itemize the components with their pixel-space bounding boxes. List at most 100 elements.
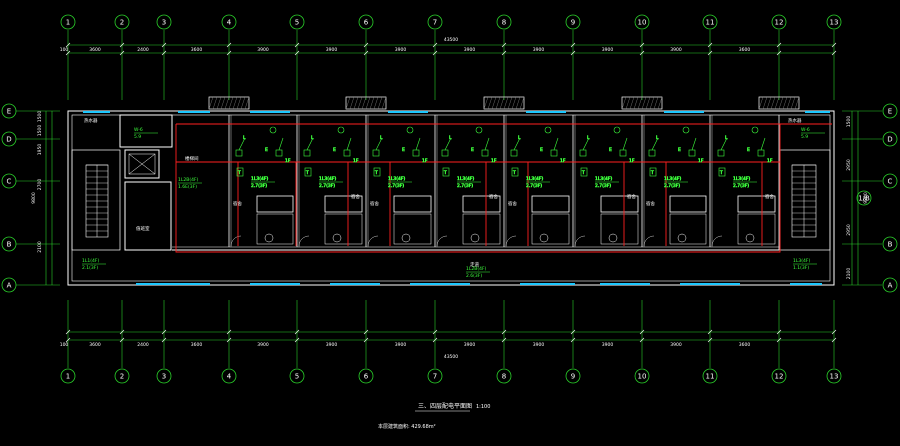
dim-top-8: 3900: [602, 47, 614, 53]
dim-right-2: 2950: [846, 224, 852, 236]
symbol-socket: T: [237, 170, 241, 176]
label-duty-room: 值班室: [136, 225, 150, 232]
panel-main: 1L2B(4F): [178, 177, 199, 183]
panel-stair-left-sub: 2.1(3F): [82, 265, 98, 271]
svg-text:5: 5: [295, 19, 299, 27]
axis-bubble-bottom-11: 11: [702, 368, 718, 384]
svg-text:11: 11: [706, 373, 715, 381]
dim-bottom-10: 3600: [739, 342, 751, 348]
svg-text:B: B: [7, 241, 12, 249]
balcony: [758, 96, 800, 110]
symbol-switch: 1F: [422, 158, 428, 164]
dim-bottom-8: 3900: [602, 342, 614, 348]
svg-text:10: 10: [638, 19, 647, 27]
panel-label-dorm: 1L3(4F): [319, 176, 336, 182]
axis-bubble-right-1B: 1/B: [856, 190, 872, 206]
svg-text:11: 11: [706, 19, 715, 27]
label-dorm: 宿舍: [351, 193, 360, 200]
panel-label-dorm: 1L3(4F): [388, 176, 405, 182]
svg-text:13: 13: [830, 19, 839, 27]
svg-text:4: 4: [227, 19, 232, 27]
panel-water-heater-left-sub: 5.9: [134, 134, 141, 140]
dimension-ticks: [65, 42, 837, 343]
svg-text:B: B: [888, 241, 893, 249]
panel-label-dorm: 1L3(4F): [664, 176, 681, 182]
axis-bubble-top-6: 6: [358, 14, 374, 30]
axis-bubble-top-4: 4: [221, 14, 237, 30]
axis-bubble-top-8: 8: [496, 14, 512, 30]
end-dimension-bottom: 100: [60, 342, 69, 348]
panel-stair-right-sub: 1.1(3F): [793, 265, 809, 271]
dim-top-10: 3600: [739, 47, 751, 53]
panel-label-dorm-sub: 2.7(3F): [319, 183, 335, 189]
symbol-lamp: L: [656, 135, 659, 141]
axis-bubble-bottom-7: 7: [427, 368, 443, 384]
dim-right-3: 2100: [846, 268, 852, 280]
svg-text:2: 2: [120, 373, 124, 381]
svg-text:5: 5: [295, 373, 299, 381]
svg-text:E: E: [888, 108, 892, 116]
panel-stair-left: 1L1(4F): [82, 258, 99, 264]
panel-water-heater-left: W-6: [134, 127, 143, 133]
panel-water-heater-right-sub: 5.9: [801, 134, 808, 140]
panel-main-sub: 1.6E(3F): [178, 184, 197, 190]
svg-text:9: 9: [571, 373, 575, 381]
drawing-title: 三、四层配电平面图: [418, 402, 472, 410]
dim-bottom-6: 3900: [464, 342, 476, 348]
top-dimension-lines: [45, 44, 859, 341]
panel-label-dorm-sub: 2.7(3F): [251, 183, 267, 189]
svg-text:C: C: [888, 178, 893, 186]
drawing-note: 本层建筑面积: 429.68m²: [378, 423, 436, 430]
svg-text:9: 9: [571, 19, 575, 27]
axis-bubble-left-C: C: [1, 173, 17, 189]
panel-label-dorm: 1L3(4F): [457, 176, 474, 182]
symbol-switch: 1F: [560, 158, 566, 164]
symbol-switch: 1F: [767, 158, 773, 164]
symbol-socket: T: [581, 170, 585, 176]
dim-top-5: 3900: [395, 47, 407, 53]
label-dorm: 宿舍: [627, 193, 636, 200]
svg-text:7: 7: [433, 373, 437, 381]
panel-labels: 1L2B(4F)1.6E(3F)1L2B(4F)2.6(3F)1L1(4F)2.…: [82, 127, 825, 279]
symbol-socket: T: [650, 170, 654, 176]
panel-label-dorm-sub: 2.7(3F): [595, 183, 611, 189]
total-dimension-top: 43500: [444, 37, 458, 43]
svg-text:6: 6: [364, 373, 369, 381]
svg-text:4: 4: [227, 373, 232, 381]
label-dorm: 宿舍: [370, 200, 379, 207]
symbol-switch: 1F: [698, 158, 704, 164]
axis-bubble-bottom-12: 12: [771, 368, 787, 384]
panel-label-dorm: 1L3(4F): [595, 176, 612, 182]
dim-top-4: 3900: [326, 47, 338, 53]
panel-water-heater-right: W-6: [801, 127, 810, 133]
axis-bubble-top-2: 2: [114, 14, 130, 30]
end-dimension-top: 100: [60, 47, 69, 53]
drawing-scale: 1:100: [476, 404, 490, 410]
axis-bubble-left-D: D: [1, 131, 17, 147]
svg-text:1: 1: [66, 19, 70, 27]
axis-bubble-bottom-3: 3: [156, 368, 172, 384]
svg-text:E: E: [7, 108, 11, 116]
balcony: [621, 96, 663, 110]
dim-top-3: 3900: [257, 47, 269, 53]
label-corridor: 走道: [470, 261, 479, 268]
dim-top-6: 3900: [464, 47, 476, 53]
svg-text:3: 3: [162, 373, 166, 381]
symbol-fan: E: [678, 147, 681, 153]
balcony: [345, 96, 387, 110]
dim-bottom-7: 3900: [533, 342, 545, 348]
symbol-fan: E: [265, 147, 268, 153]
label-dorm: 宿舍: [508, 200, 517, 207]
axis-bubble-right-C: C: [882, 173, 898, 189]
svg-text:A: A: [888, 282, 893, 290]
svg-text:3: 3: [162, 19, 166, 27]
axis-bubble-bottom-5: 5: [289, 368, 305, 384]
svg-text:C: C: [7, 178, 12, 186]
dim-top-1: 2400: [137, 47, 149, 53]
symbol-fan: E: [402, 147, 405, 153]
label-dorm: 宿舍: [233, 200, 242, 207]
